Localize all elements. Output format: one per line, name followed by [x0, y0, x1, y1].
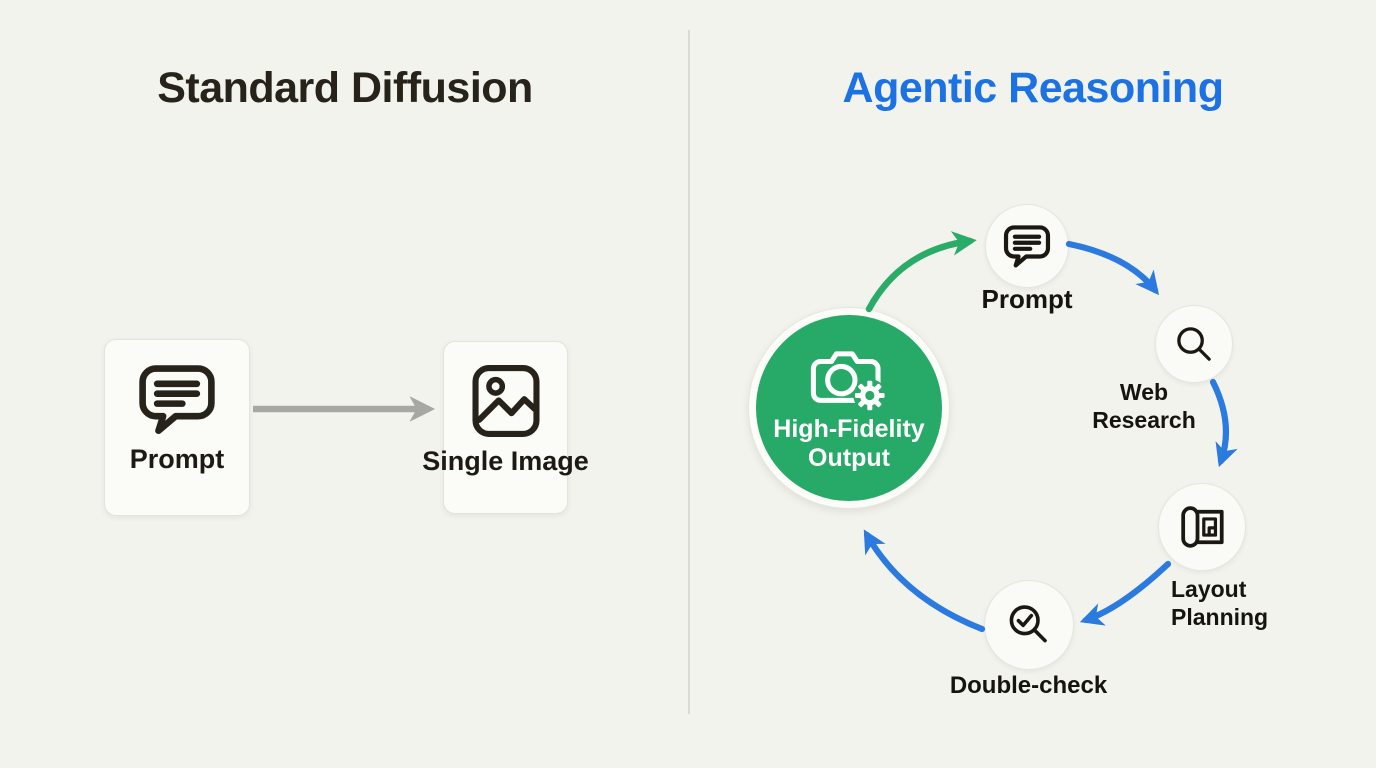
arrow-research-to-layout [1209, 378, 1238, 468]
camera-gear-icon [810, 350, 887, 412]
prompt-card-label: Prompt [129, 444, 225, 474]
gear-icon [855, 380, 885, 410]
layout-planning-node [1158, 483, 1246, 571]
search-check-icon [1009, 605, 1047, 643]
double-check-node-label: Double-check [949, 672, 1108, 699]
double-check-node [984, 580, 1074, 670]
panel-divider [688, 30, 690, 714]
single-image-card-label: Single Image [422, 446, 589, 476]
web-research-node [1155, 305, 1233, 383]
high-fidelity-output-label: High-Fidelity Output [773, 414, 925, 472]
arrow-layout-to-doublecheck [1079, 560, 1172, 626]
standard-diffusion-title: Standard Diffusion [157, 64, 533, 112]
picture-icon [471, 365, 540, 437]
chat-bubble-icon [139, 365, 215, 435]
layout-planning-node-label: Layout Planning [1171, 576, 1269, 630]
agentic-reasoning-title: Agentic Reasoning [842, 64, 1224, 112]
search-icon [1177, 327, 1211, 361]
arrow-doublecheck-to-output [863, 529, 986, 633]
single-image-card: Single Image [422, 341, 589, 514]
chat-bubble-icon [1003, 225, 1051, 268]
prompt-node-label: Prompt [981, 284, 1073, 314]
prompt-node [985, 204, 1069, 288]
high-fidelity-output-node: High-Fidelity Output [749, 308, 949, 508]
web-research-node-label: Web Research [1092, 379, 1196, 433]
prompt-card: Prompt [104, 339, 250, 516]
blueprint-icon [1181, 506, 1224, 548]
